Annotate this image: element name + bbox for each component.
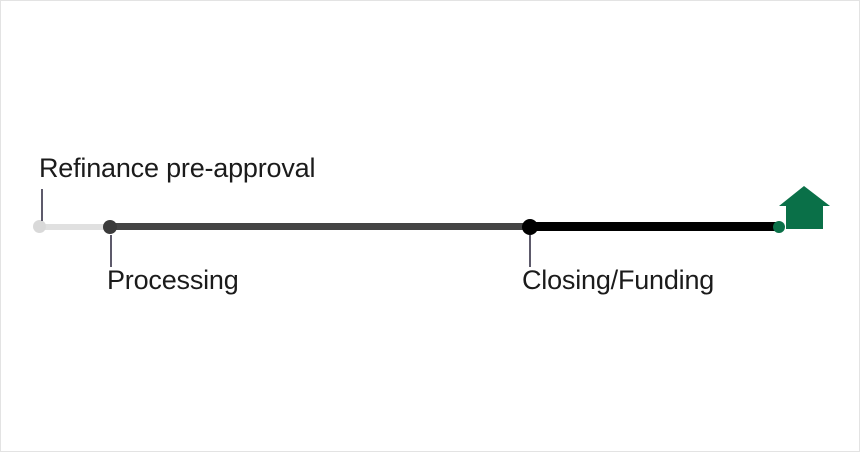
timeline-node-closing-funding[interactable] bbox=[522, 219, 538, 235]
timeline-segment-mid bbox=[109, 223, 531, 230]
timeline-segment-active bbox=[529, 222, 780, 231]
timeline-segment-pending bbox=[39, 224, 111, 230]
tick-processing bbox=[110, 235, 112, 267]
label-closing-funding: Closing/Funding bbox=[522, 265, 715, 295]
timeline-node-processing[interactable] bbox=[103, 220, 117, 234]
timeline-node-start[interactable] bbox=[33, 220, 46, 233]
tick-refinance-pre-approval bbox=[41, 189, 43, 221]
tick-closing-funding bbox=[529, 235, 531, 267]
label-processing: Processing bbox=[107, 265, 239, 295]
timeline-node-end[interactable] bbox=[773, 221, 785, 233]
house-icon bbox=[779, 184, 831, 230]
label-refinance-pre-approval: Refinance pre-approval bbox=[39, 153, 316, 183]
